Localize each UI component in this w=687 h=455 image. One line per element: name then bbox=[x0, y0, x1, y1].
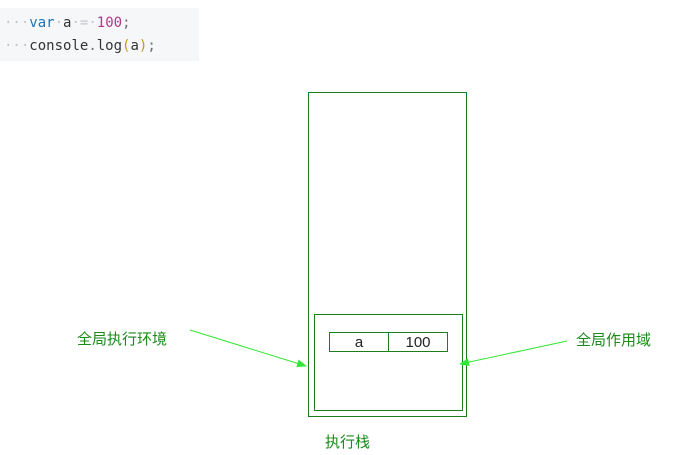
code-number-literal: 100 bbox=[96, 15, 123, 31]
execution-stack-label: 执行栈 bbox=[325, 433, 371, 451]
global-scope-label: 全局作用域 bbox=[576, 331, 652, 349]
global-context-label: 全局执行环境 bbox=[77, 330, 168, 348]
code-close-paren: ) bbox=[138, 38, 148, 54]
global-context-arrow bbox=[189, 329, 307, 368]
code-keyword-var: var bbox=[29, 15, 55, 31]
code-open-paren: ( bbox=[122, 38, 131, 54]
code-line-1: ···var·a·=·100; bbox=[4, 15, 131, 31]
global-scope-arrow bbox=[459, 340, 568, 367]
code-operator: = bbox=[79, 15, 89, 31]
code-method: log bbox=[96, 38, 123, 54]
code-snippet: ···var·a·=·100; ···console.log(a); bbox=[0, 8, 199, 61]
code-variable-name: a bbox=[63, 15, 72, 31]
code-object: console bbox=[29, 38, 89, 54]
code-semicolon: ; bbox=[122, 15, 131, 31]
code-dot: . bbox=[88, 38, 97, 54]
execution-stack-box bbox=[308, 92, 467, 417]
code-semicolon-2: ; bbox=[147, 38, 156, 54]
code-line-2: ···console.log(a); bbox=[4, 38, 156, 54]
variable-name-cell: a bbox=[354, 334, 364, 351]
variable-value-cell: 100 bbox=[405, 334, 431, 351]
code-argument: a bbox=[130, 38, 139, 54]
global-context-box bbox=[314, 314, 463, 411]
